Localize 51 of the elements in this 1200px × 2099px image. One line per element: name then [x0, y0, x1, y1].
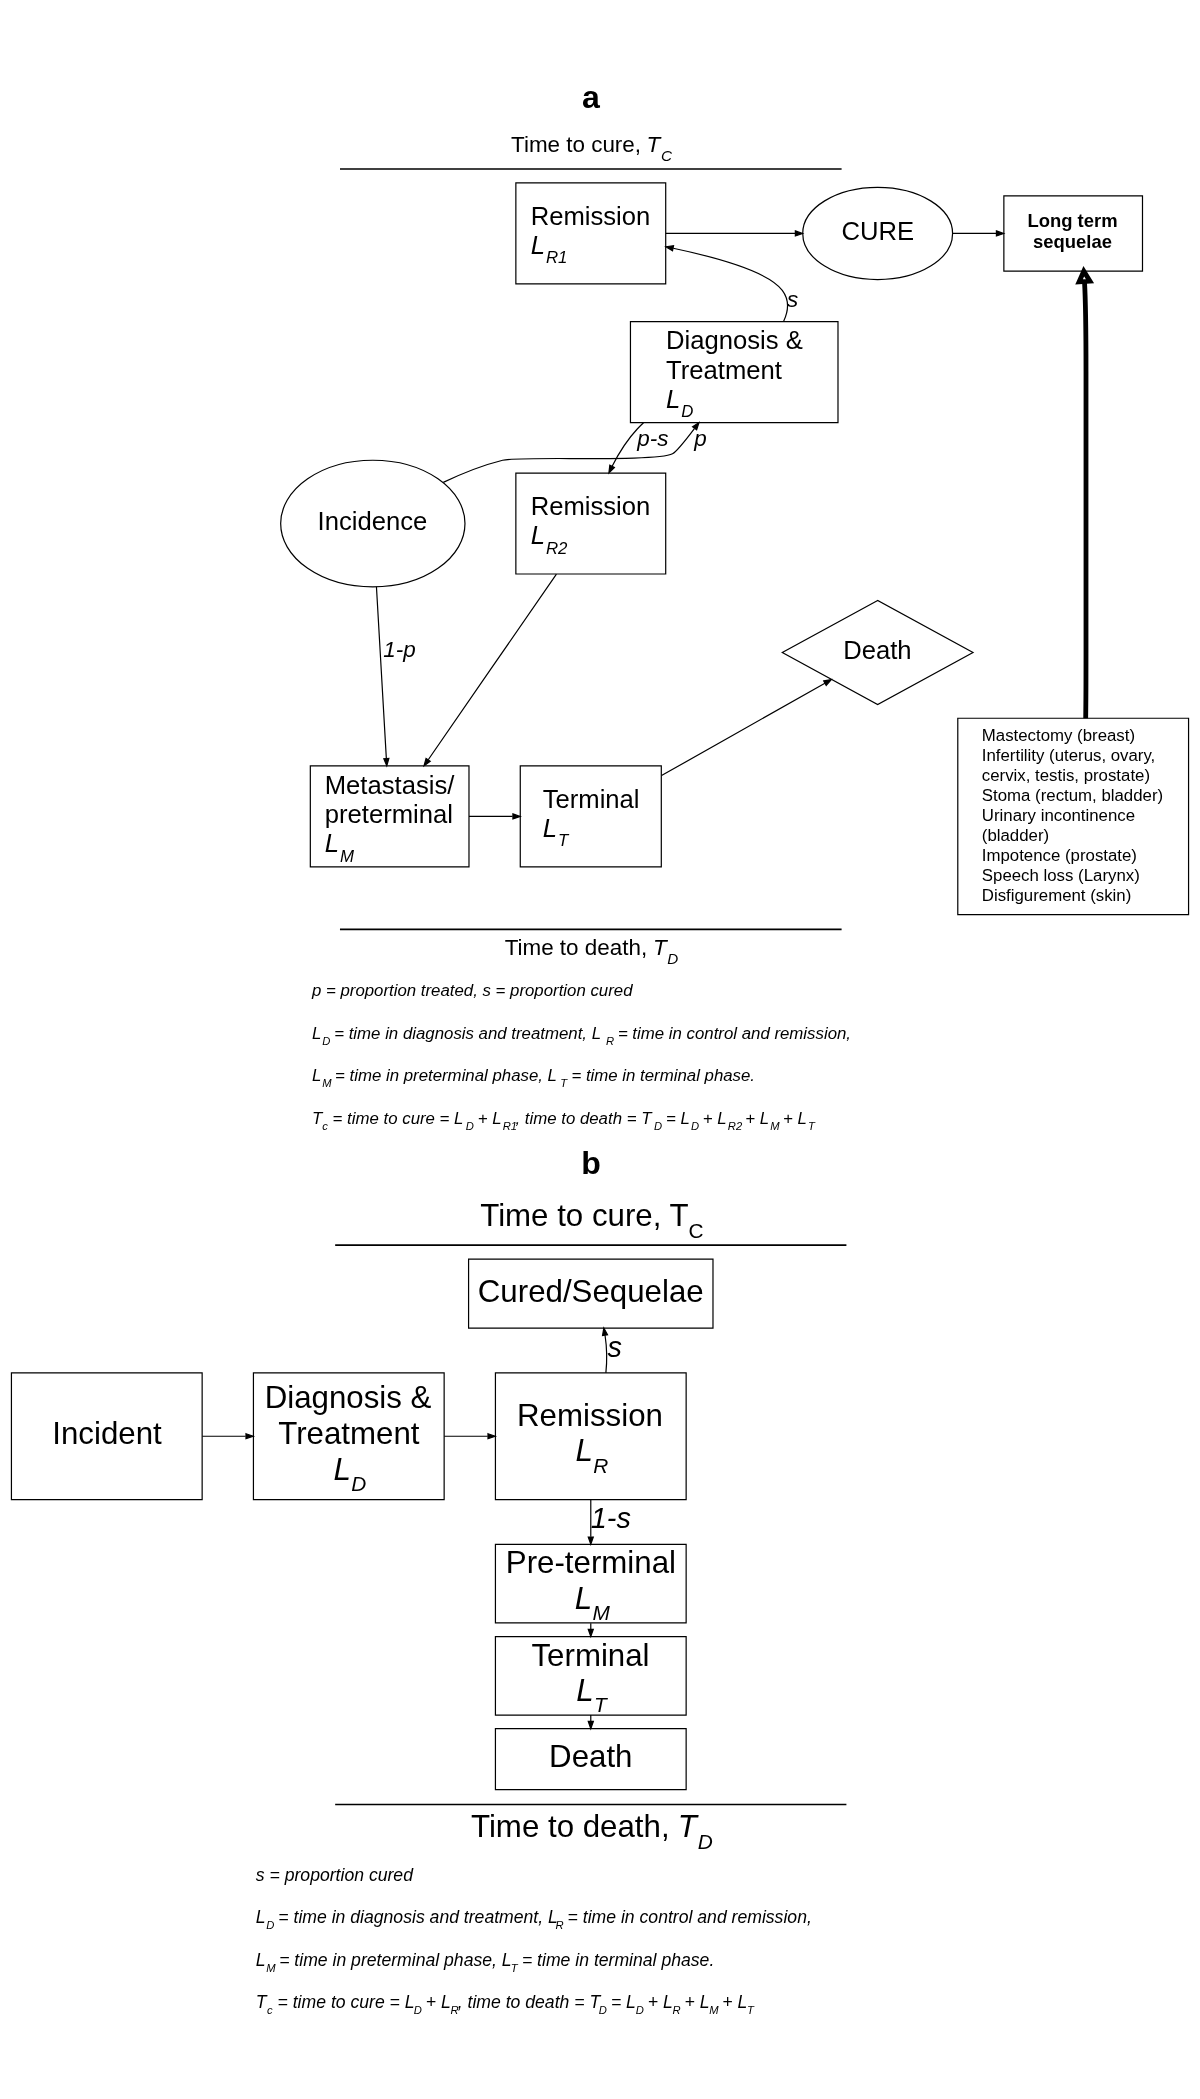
arrow: [665, 229, 805, 237]
label: Time to cure, T$_{C}$: [511, 131, 672, 164]
arrow: [1075, 265, 1095, 718]
arrow: [608, 421, 645, 474]
arrow: [442, 420, 701, 483]
label: Time to death, T$_{D}$: [470, 1808, 713, 1853]
edge-label: 1-p: [383, 636, 416, 662]
arrow: [375, 585, 390, 768]
label: Time to death, T$_{D}$: [504, 934, 679, 967]
node-box: Death: [494, 1727, 687, 1790]
arrow: [201, 1432, 256, 1440]
label: T$_{c}$ = time to cure = L$_{D}$ + L$_{R1}$, time to death = T$_{D}$ = L$_{D}$ + L$_{R2}$ + L$_{M}$ + L$_{T}$: [311, 1108, 815, 1132]
edge-label: s: [787, 287, 799, 312]
node-box: Long term sequelae: [1003, 194, 1144, 272]
edge-label: p: [694, 425, 707, 451]
node-box: Incident: [10, 1371, 203, 1500]
label: s = proportion cured: [255, 1864, 413, 1885]
arrow: [423, 572, 558, 767]
label: L$_{M}$ = time in preterminal phase, L$_{T}$ = time in terminal phase.: [255, 1949, 715, 1974]
label: p = proportion treated, s = proportion cured: [311, 980, 633, 1000]
node-box: Terminal L$_{T}$: [494, 1635, 687, 1716]
edge-label: 1-s: [590, 1501, 631, 1534]
arrow: [601, 1325, 609, 1373]
arrow: [587, 1498, 595, 1546]
node-box: Metastasis/ preterminal L$_{M}$: [309, 764, 470, 867]
arrow: [660, 678, 833, 776]
label: L$_{D}$ = time in diagnosis and treatment, L$_{R}$ = time in control and remission,: [255, 1906, 812, 1931]
node-box: Remission L$_{R1}$: [515, 181, 667, 285]
node-diamond: Death: [781, 599, 975, 705]
label: b: [581, 1144, 601, 1181]
node-box: Remission L$_{R2}$: [515, 471, 667, 575]
node-box: Cured/Sequelae: [467, 1258, 714, 1329]
edge-label: s: [607, 1330, 623, 1363]
label: Time to cure, T$_{C}$: [480, 1197, 704, 1242]
label: a: [581, 78, 600, 115]
label: L$_{D}$ = time in diagnosis and treatment, L$_{R}$ = time in control and remission,: [311, 1023, 852, 1047]
node-ellipse: CURE: [802, 186, 954, 280]
node-box: Remission L$_{R}$: [494, 1371, 687, 1500]
arrow: [443, 1432, 497, 1440]
node-box: Diagnosis & Treatment L$_{D}$: [252, 1371, 445, 1500]
node-box: Pre-terminal L$_{M}$: [494, 1543, 687, 1624]
arrow: [468, 812, 522, 820]
node-box: Diagnosis & Treatment L$_{D}$: [629, 320, 839, 423]
label: T$_{c}$ = time to cure = L$_{D}$ + L$_{R}$, time to death = T$_{D}$ = L$_{D}$ + L$_{R}$ + L$_{M}$ + L$_{T}$: [255, 1991, 754, 2016]
node-box: Mastectomy (breast) Infertility (uterus, ovary, cervix, testis, prostate) Stoma (rectum, bladder) Urinary incontinence (bladder) Impotence (prostate) Speech loss (Larynx) Disfigurement (skin): [957, 717, 1190, 915]
label: L$_{M}$ = time in preterminal phase, L$_{T}$ = time in terminal phase.: [311, 1065, 756, 1089]
edge-label: p-s: [637, 425, 669, 451]
arrow: [664, 244, 789, 322]
arrow: [952, 229, 1006, 237]
node-box: Terminal L$_{T}$: [519, 764, 662, 867]
node-ellipse: Incidence: [280, 459, 466, 587]
